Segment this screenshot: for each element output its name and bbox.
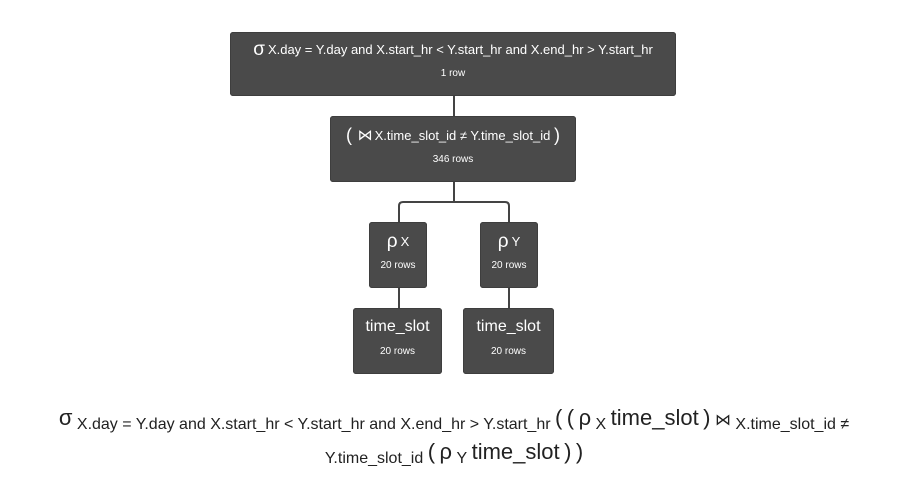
formula-join-condition-part2: Y.time_slot_id: [324, 450, 424, 467]
rename-x-row-count: 20 rows: [380, 260, 416, 271]
formula-close-paren: ): [575, 439, 584, 464]
relation-y-name: time_slot: [476, 318, 541, 335]
selection-condition: X.day = Y.day and X.start_hr < Y.start_h…: [267, 42, 653, 57]
formula-open-paren-right: (: [427, 439, 436, 464]
relational-algebra-expression: σ X.day = Y.day and X.start_hr < Y.start…: [0, 404, 908, 472]
formula-join-symbol: ⋈: [714, 412, 731, 429]
formula-alias-y: Y: [456, 450, 468, 467]
rho-symbol: ρ: [497, 231, 509, 252]
sigma-symbol: σ: [253, 39, 265, 60]
relation-y-row-count: 20 rows: [490, 346, 526, 357]
formula-rho-x: ρ: [578, 405, 592, 430]
formula-alias-x: X: [595, 416, 607, 433]
relation-x-row-count: 20 rows: [379, 346, 415, 357]
formula-open-paren-inner: (: [566, 405, 575, 430]
rename-y-alias: Y: [511, 234, 521, 249]
relation-x-name: time_slot: [365, 318, 430, 335]
selection-row-count: 1 row: [440, 68, 466, 79]
formula-rho-y: ρ: [439, 439, 452, 464]
relation-y-node[interactable]: time_slot 20 rows: [463, 308, 554, 374]
rho-symbol: ρ: [386, 231, 398, 252]
formula-close-paren-inner: ): [703, 405, 711, 430]
join-close-paren: ): [554, 125, 560, 145]
formula-relation-y: time_slot: [471, 439, 560, 464]
join-node[interactable]: ( ⋈X.time_slot_id ≠ Y.time_slot_id ) 346…: [330, 116, 576, 182]
join-condition: X.time_slot_id ≠ Y.time_slot_id: [374, 128, 551, 143]
formula-sigma: σ: [58, 405, 73, 430]
join-row-count: 346 rows: [432, 154, 474, 165]
edge-join-rho-x: [398, 182, 455, 222]
join-open-paren: (: [346, 125, 352, 145]
join-symbol: ⋈: [357, 127, 373, 144]
formula-close-paren-right: ): [564, 439, 572, 464]
formula-condition: X.day = Y.day and X.start_hr < Y.start_h…: [76, 416, 551, 433]
formula-join-condition-part1: X.time_slot_id ≠: [735, 416, 850, 433]
formula-relation-x: time_slot: [610, 405, 699, 430]
rename-y-row-count: 20 rows: [491, 260, 527, 271]
edge-join-rho-y: [454, 201, 510, 222]
rename-x-alias: X: [400, 234, 410, 249]
relation-x-node[interactable]: time_slot 20 rows: [353, 308, 442, 374]
join-node-label: ( ⋈X.time_slot_id ≠ Y.time_slot_id ): [330, 125, 576, 145]
formula-open-paren: (: [555, 405, 563, 430]
